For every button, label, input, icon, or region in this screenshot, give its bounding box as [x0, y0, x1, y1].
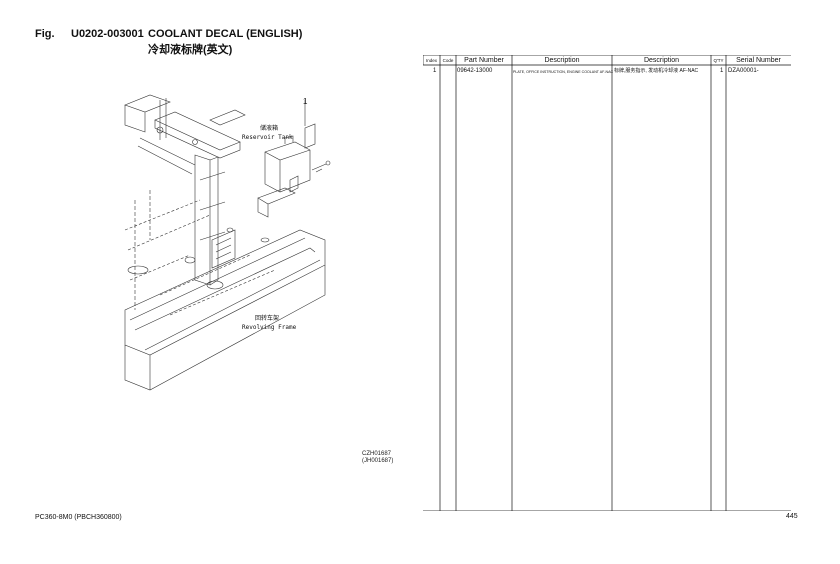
- parts-table-grid: [423, 55, 791, 511]
- drawing-reference-code-2: (JH001687): [362, 458, 394, 464]
- figure-title-english: COOLANT DECAL (ENGLISH): [148, 28, 303, 40]
- drawing-reference-code: CZH01687 (JH001687): [362, 451, 393, 465]
- row-qty: 1: [720, 68, 724, 74]
- reservoir-tank-label-en: Reservoir Tank: [242, 134, 293, 141]
- column-header-description-zh: Description: [643, 57, 679, 64]
- column-header-qty: Q'TY: [713, 58, 724, 63]
- column-header-code: Code: [442, 58, 454, 63]
- parts-drawing: 1 储液箱 Reservoir Tank 回转车架 Revolving Fram…: [124, 94, 331, 391]
- figure-title-chinese: 冷却液标牌(英文): [148, 44, 233, 56]
- figure-label: Fig.: [35, 28, 55, 40]
- column-header-serial-number: Serial Number: [736, 57, 781, 64]
- row-description-en: PLATE, OFFICE INSTRUCTION, ENGINE COOLAN…: [513, 70, 614, 74]
- page-number: 445: [786, 513, 798, 520]
- callout-number: 1: [303, 97, 308, 106]
- revolving-frame-label-zh: 回转车架: [255, 314, 279, 322]
- row-description-zh: 标牌,服务指示, 发动机冷却液 AF-NAC: [614, 68, 699, 74]
- row-part-number: 09642-13000: [457, 68, 493, 74]
- column-header-part-number: Part Number: [464, 57, 504, 64]
- row-serial-number: DZA00001-: [728, 68, 759, 74]
- revolving-frame-label-en: Revolving Frame: [242, 324, 297, 331]
- figure-number: U0202-003001: [71, 28, 144, 40]
- reservoir-tank-label-zh: 储液箱: [260, 124, 278, 132]
- column-header-description-en: Description: [544, 57, 580, 64]
- row-index: 1: [433, 68, 437, 74]
- drawing-reference-code-1: CZH01687: [362, 451, 392, 457]
- column-header-index: Index: [425, 58, 437, 63]
- footer-model: PC360-8M0 (PBCH360800): [35, 514, 122, 521]
